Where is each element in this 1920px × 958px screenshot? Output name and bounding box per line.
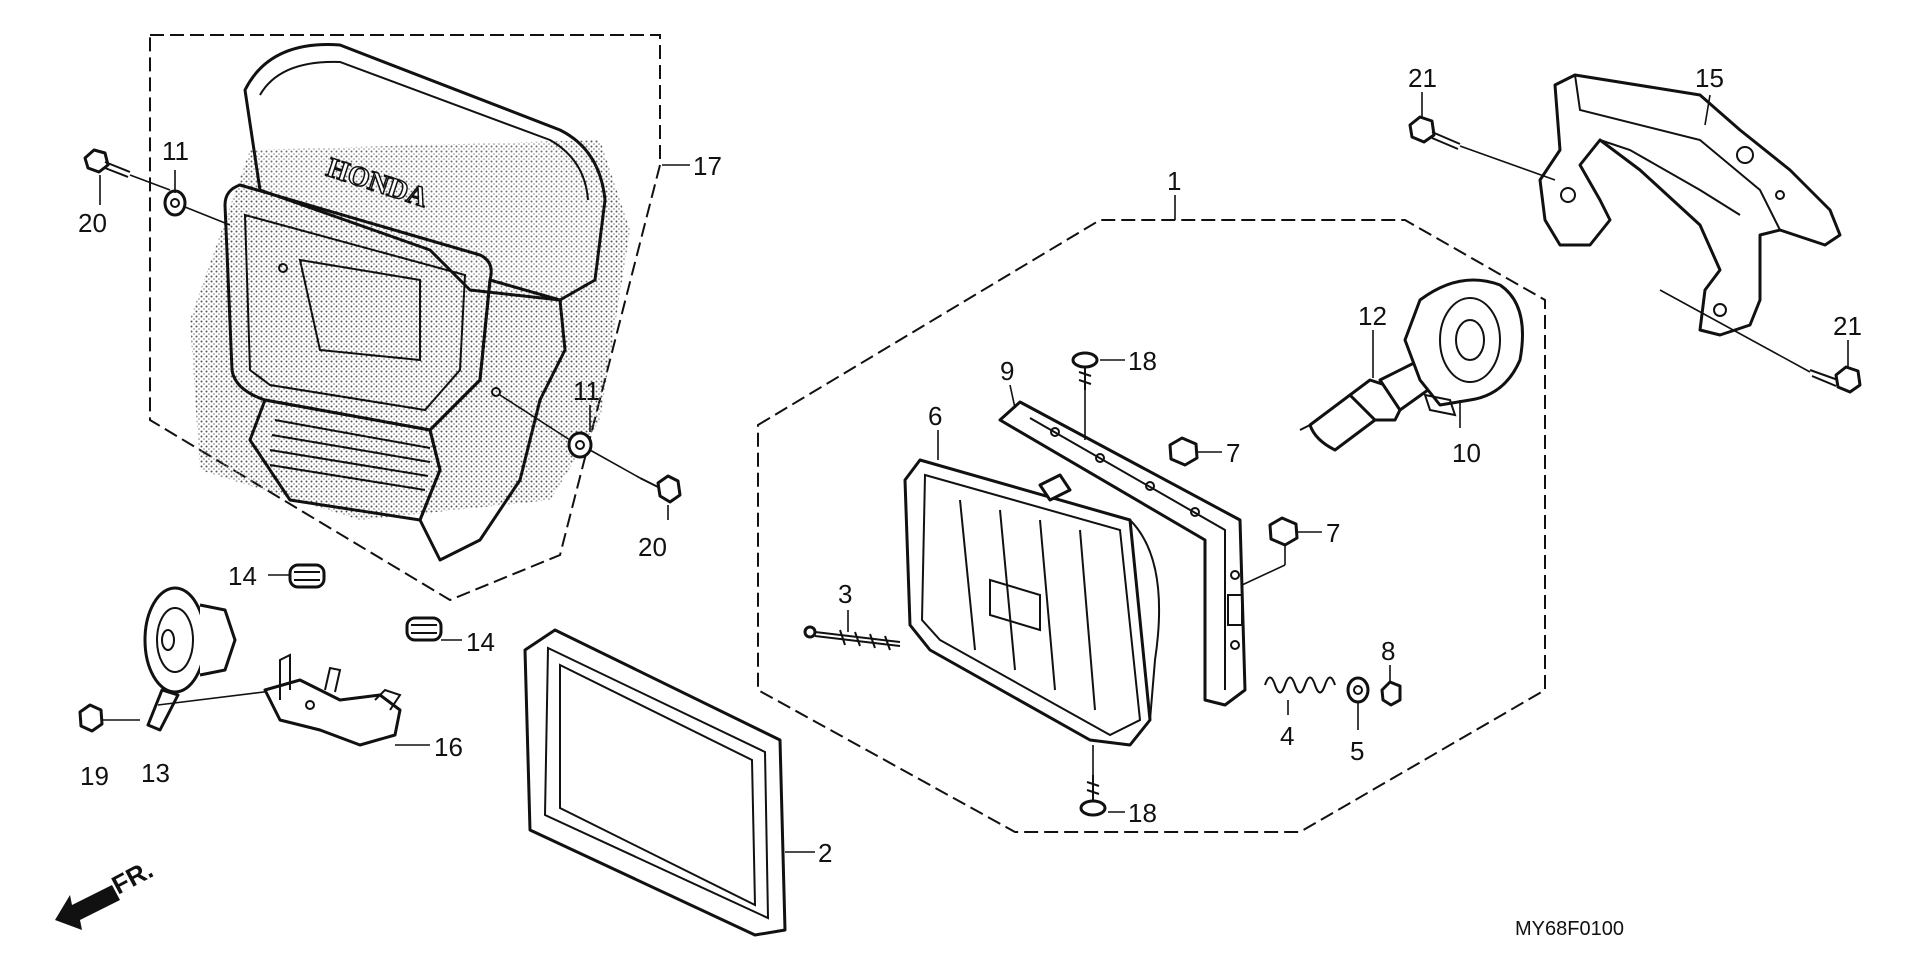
callout-11-upper: 11 — [162, 136, 189, 166]
callout-5: 5 — [1350, 736, 1364, 766]
callout-15: 15 — [1695, 63, 1724, 93]
washer-5 — [1346, 676, 1370, 704]
callout-18-lower: 18 — [1128, 798, 1157, 828]
callout-7-upper: 7 — [1226, 438, 1240, 468]
callout-16: 16 — [434, 732, 463, 762]
grommet-14-upper — [288, 563, 326, 589]
callout-17: 17 — [693, 151, 722, 181]
bolt-21-upper — [1408, 115, 1461, 150]
headlight-group-outline — [757, 219, 1546, 833]
headlight-rim — [523, 628, 787, 937]
nut-7-upper — [1168, 436, 1199, 467]
bolt-20-upper — [83, 148, 131, 178]
callout-6: 6 — [928, 401, 942, 431]
callout-20-upper: 20 — [78, 208, 107, 238]
screw-18-lower — [1079, 775, 1107, 817]
callout-3: 3 — [838, 579, 852, 609]
callout-1: 1 — [1167, 166, 1181, 196]
headlight-case — [998, 400, 1247, 707]
callout-4: 4 — [1280, 721, 1294, 751]
callout-8: 8 — [1381, 636, 1395, 666]
callout-14-upper: 14 — [228, 561, 257, 591]
callout-14-lower: 14 — [466, 627, 495, 657]
horn — [143, 586, 237, 732]
callout-2: 2 — [818, 838, 832, 868]
callout-21-lower: 21 — [1833, 311, 1862, 341]
bolt-21-lower — [1809, 365, 1862, 394]
horn-bracket — [263, 653, 402, 747]
cowl-group-outline — [149, 34, 661, 602]
callout-13: 13 — [141, 758, 170, 788]
adjusting-screw — [803, 625, 901, 651]
spring — [1264, 676, 1336, 694]
front-direction-arrow: FR. — [55, 854, 158, 930]
screw-18-upper — [1071, 351, 1099, 390]
callout-7-lower: 7 — [1326, 518, 1340, 548]
headlight-unit — [903, 458, 1161, 747]
callout-12: 12 — [1358, 301, 1387, 331]
nut-7-lower — [1268, 516, 1299, 547]
callout-10: 10 — [1452, 438, 1481, 468]
diagram-code: MY68F0100 — [1515, 918, 1624, 940]
headlight-cowl: HONDA — [190, 43, 630, 562]
nut-19 — [78, 703, 104, 733]
headlight-stay — [1538, 73, 1842, 337]
callout-11-lower: 11 — [573, 376, 600, 406]
dust-cover — [1403, 278, 1524, 417]
washer-11-lower — [567, 431, 593, 459]
washer-11-upper — [163, 189, 187, 217]
callout-19: 19 — [80, 761, 109, 791]
callout-21-upper: 21 — [1408, 63, 1437, 93]
headlight-bulb — [1299, 358, 1437, 452]
callout-18-upper: 18 — [1128, 346, 1157, 376]
grommet-14-lower — [405, 616, 443, 642]
nut-8 — [1380, 680, 1402, 707]
callout-20-lower: 20 — [638, 532, 667, 562]
callout-9: 9 — [1000, 356, 1014, 386]
bolt-20-lower — [639, 474, 682, 504]
